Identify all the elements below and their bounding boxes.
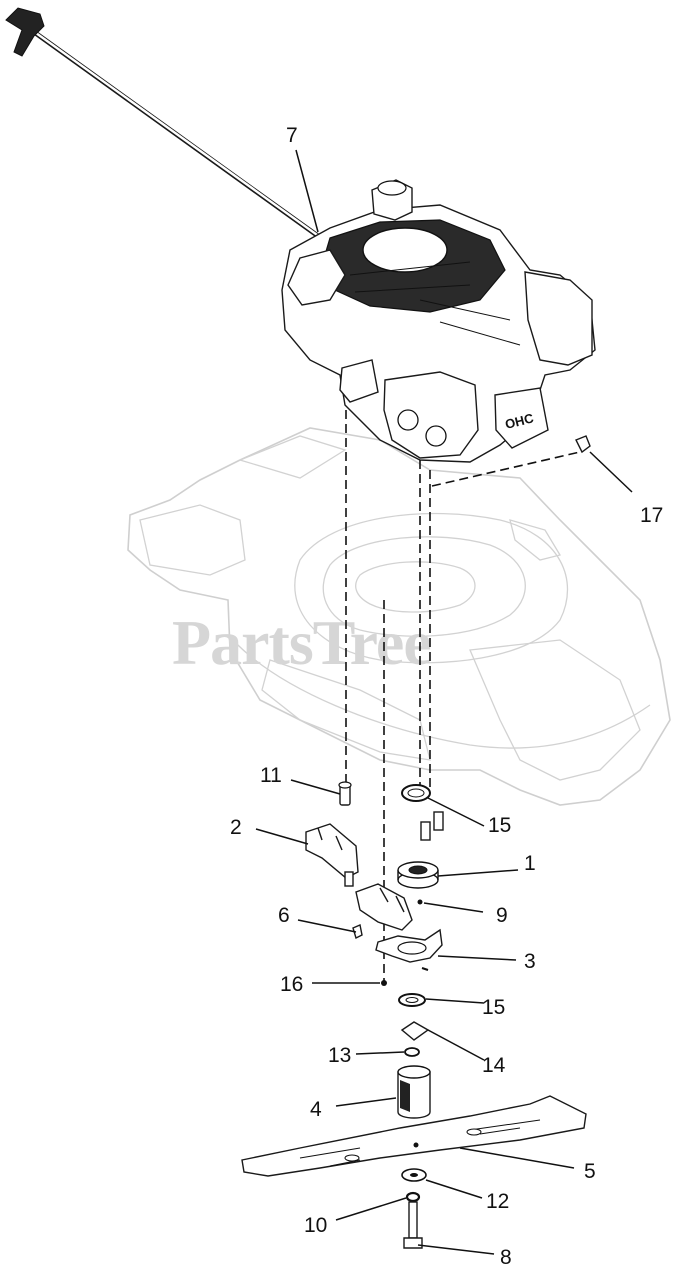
callout-8: 8 [500, 1246, 512, 1269]
callout-14: 14 [482, 1054, 506, 1077]
watermark: PartsTree [172, 607, 431, 678]
part-10-lock-washer [405, 1191, 421, 1203]
part-12-washer [401, 1168, 427, 1182]
part-11-bolt [338, 781, 352, 806]
callout-10: 10 [304, 1214, 327, 1237]
callout-13: 13 [328, 1044, 351, 1067]
assembly-lines [345, 410, 581, 985]
callout-9: 9 [496, 904, 508, 927]
mower-deck [127, 427, 671, 806]
part-8-bolt [403, 1201, 423, 1249]
callout-12: 12 [486, 1190, 509, 1213]
part-15-upper-ring [401, 784, 431, 802]
starter-rope [5, 7, 321, 239]
callout-3: 3 [524, 950, 536, 973]
part-13-washer [404, 1047, 420, 1057]
callout-2: 2 [230, 816, 242, 839]
callout-17: 17 [640, 504, 663, 527]
callout-7: 7 [286, 124, 298, 147]
callout-1: 1 [524, 852, 536, 875]
part-14-key [400, 1021, 430, 1041]
engine: OHC [281, 179, 596, 463]
callout-labels: 7 17 11 2 15 1 9 6 3 16 15 14 13 4 5 12 … [230, 124, 663, 1269]
adapter-bolts [420, 811, 444, 841]
part-2-bracket [305, 823, 359, 887]
part-3-baffle [375, 928, 443, 971]
callout-4: 4 [310, 1098, 322, 1121]
part-5-blade [241, 1095, 587, 1177]
part-4-blade-adapter [397, 1065, 431, 1119]
leader-lines [255, 149, 633, 1255]
callout-15-upper: 15 [488, 814, 511, 837]
callout-5: 5 [584, 1160, 596, 1183]
part-1-adapter [397, 861, 439, 889]
callout-11: 11 [260, 764, 282, 787]
engine-badge: OHC [503, 410, 535, 432]
callout-6: 6 [278, 904, 290, 927]
part-17-bolt [575, 435, 591, 454]
part-16-screw [381, 980, 387, 986]
part-9-bracket [355, 883, 423, 931]
part-6-screw [352, 924, 363, 939]
callout-16: 16 [280, 973, 303, 996]
callout-15-lower: 15 [482, 996, 505, 1019]
part-15-lower-ring [398, 993, 426, 1007]
